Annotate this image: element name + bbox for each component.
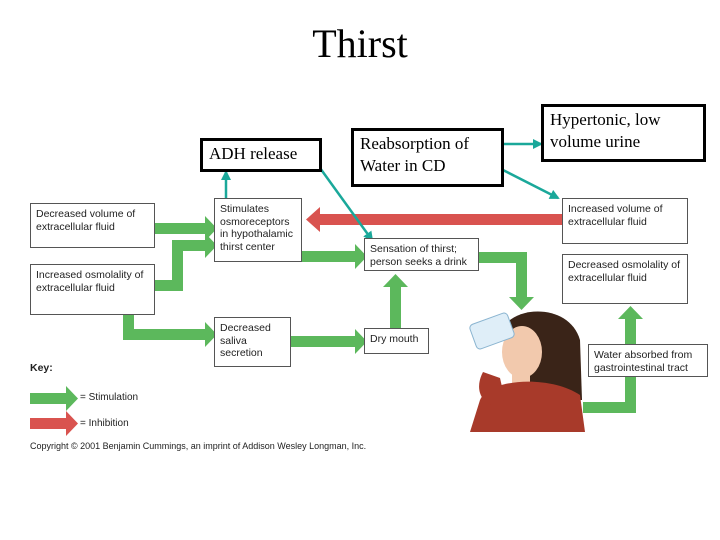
annotation-connectors — [221, 139, 560, 242]
decreased-osmolality-label: Decreased osmolality of extracellular fl… — [568, 259, 681, 284]
person-drinking-illustration — [469, 311, 585, 432]
decreased-saliva-label: Decreased saliva secretion — [220, 322, 271, 359]
key-heading: Key: — [30, 362, 53, 374]
water-absorbed-label: Water absorbed from gastrointestinal tra… — [594, 349, 693, 374]
stimulation-arrows — [30, 216, 643, 413]
increased-volume-box: Increased volume of extracellular fluid — [562, 198, 688, 244]
decreased-volume-label: Decreased volume of extracellular fluid — [36, 208, 136, 233]
decreased-volume-box: Decreased volume of extracellular fluid — [30, 203, 155, 248]
adh-release-box: ADH release — [200, 138, 322, 172]
sensation-of-thirst-label: Sensation of thirst; person seeks a drin… — [370, 243, 467, 268]
copyright-notice: Copyright © 2001 Benjamin Cummings, an i… — [30, 441, 367, 451]
hypertonic-urine-box: Hypertonic, low volume urine — [541, 104, 706, 162]
increased-osmolality-box: Increased osmolality of extracellular fl… — [30, 264, 155, 315]
decreased-osmolality-box: Decreased osmolality of extracellular fl… — [562, 254, 688, 304]
slide-title: Thirst — [312, 21, 408, 66]
increased-osmolality-label: Increased osmolality of extracellular fl… — [36, 269, 144, 294]
inhibition-arrows — [30, 207, 562, 436]
reabsorption-box: Reabsorption of Water in CD — [351, 128, 504, 187]
increased-volume-label: Increased volume of extracellular fluid — [568, 203, 663, 228]
dry-mouth-box: Dry mouth — [364, 328, 429, 354]
dry-mouth-label: Dry mouth — [370, 333, 419, 345]
adh-release-label: ADH release — [209, 144, 298, 163]
key-stimulation-label: = Stimulation — [80, 392, 139, 403]
hypertonic-urine-label: Hypertonic, low volume urine — [550, 110, 661, 151]
reabsorption-label: Reabsorption of Water in CD — [360, 134, 470, 175]
sensation-of-thirst-box: Sensation of thirst; person seeks a drin… — [364, 238, 479, 271]
decreased-saliva-box: Decreased saliva secretion — [214, 317, 291, 367]
water-absorbed-box: Water absorbed from gastrointestinal tra… — [588, 344, 708, 377]
key-inhibition-label: = Inhibition — [80, 418, 129, 429]
stimulates-osmoreceptors-box: Stimulates osmoreceptors in hypothalamic… — [214, 198, 302, 262]
stimulates-osmoreceptors-label: Stimulates osmoreceptors in hypothalamic… — [220, 203, 293, 253]
